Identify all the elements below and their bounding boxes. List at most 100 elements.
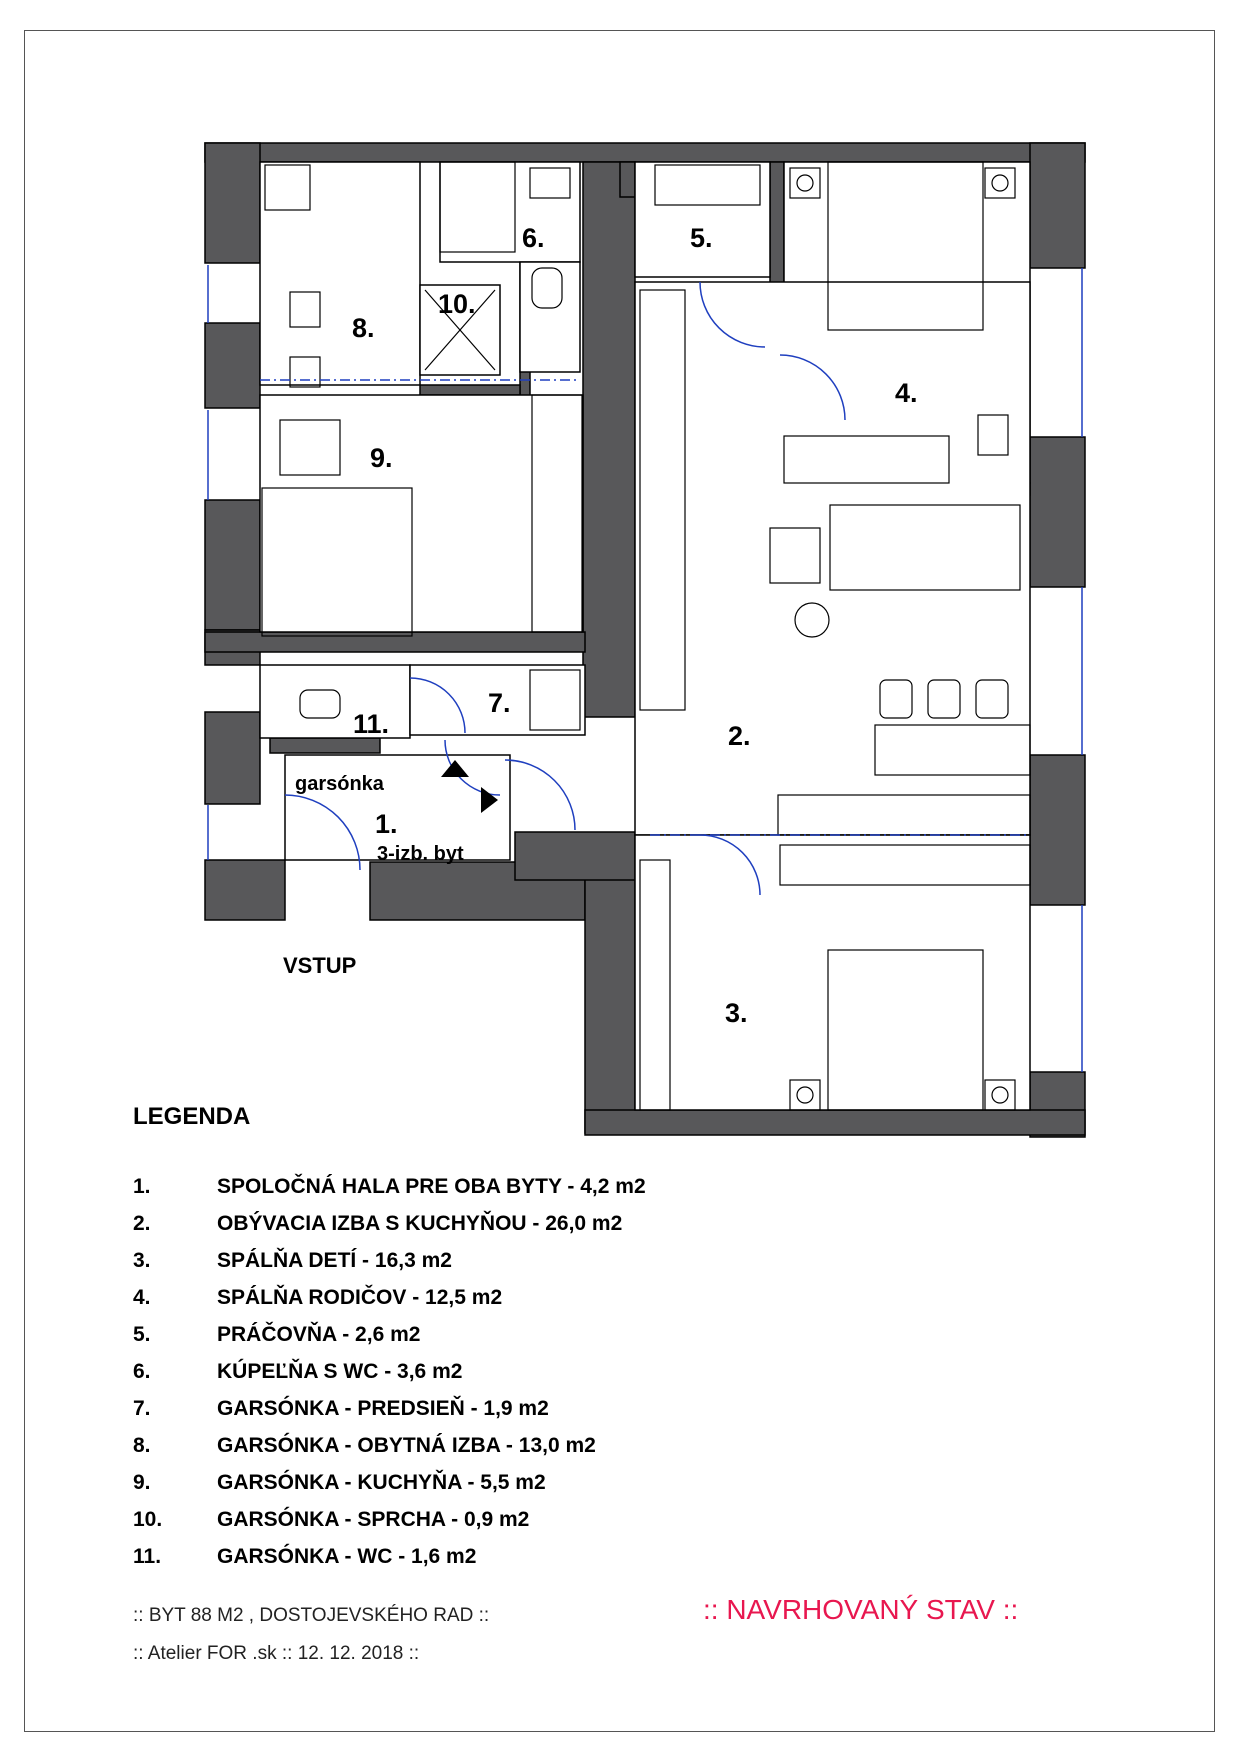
kitchen-cabinets [639,289,686,711]
dining-chair [879,679,913,719]
walls [204,142,1086,1138]
door-swing [284,794,361,871]
status-label: :: NAVRHOVANÝ STAV :: [703,1594,1019,1625]
sofa [829,504,1021,591]
wall-wc [269,737,381,754]
chair-parents [977,414,1009,456]
lamp-icon [991,174,1009,192]
room-label-7: 7. [488,688,511,718]
room-3 [634,834,1031,1111]
dining-table [874,724,1031,776]
shower-cross [424,289,496,371]
rooms [259,161,1031,1111]
lamp-icon [796,174,814,192]
door-swing [409,677,466,734]
legend-item: 3.SPÁLŇA DETÍ - 16,3 m2 [133,1249,452,1272]
room-label-5: 5. [690,223,713,253]
washbasin [529,167,571,199]
armchair-garsonka [279,419,341,476]
nightstand-right [984,1079,1016,1111]
door-swing [699,834,761,896]
desk-children [779,844,1031,886]
wall-top [204,142,1086,163]
door-swing [779,354,846,421]
room-label-4: 4. [895,378,918,408]
legend-item: 10.GARSÓNKA - SPRCHA - 0,9 m2 [133,1508,530,1531]
bed-children [827,949,984,1111]
wardrobe-parents [783,435,950,484]
room-label-10: 10. [438,289,476,319]
footer-author-date: :: Atelier FOR .sk :: 12. 12. 2018 :: [133,1643,420,1664]
room-6-lower [519,261,581,373]
floor-plan: 1. 2. 3. 4. 5. 6. 7. 8. 9. 10. 11. garsó… [204,142,1086,1138]
wall-shower [419,384,521,396]
room-label-8: 8. [352,313,375,343]
hall-label-garsonka: garsónka [295,773,385,795]
bed-garsonka [261,487,413,637]
legend-item: 11.GARSÓNKA - WC - 1,6 m2 [133,1545,477,1568]
page-frame [24,30,1215,1732]
room-label-1: 1. [375,809,398,839]
footer-project: :: BYT 88 M2 , DOSTOJEVSKÉHO RAD :: [133,1605,490,1626]
wall-right-3 [1029,754,1086,906]
legend-item: 8.GARSÓNKA - OBYTNÁ IZBA - 13,0 m2 [133,1434,596,1457]
room-1 [284,754,511,861]
lamp-icon [991,1086,1009,1104]
door-swing [504,759,576,831]
toilet [531,267,563,309]
shower-unit [264,164,311,211]
room-label-2: 2. [728,721,751,751]
legend-item: 4.SPÁLŇA RODIČOV - 12,5 m2 [133,1286,503,1309]
legend-item: 1.SPOLOČNÁ HALA PRE OBA BYTY - 4,2 m2 [133,1175,646,1198]
bathtub [439,161,516,253]
washer-dryer [654,164,761,206]
legend-title: LEGENDA [133,1103,251,1130]
toilet-garsonka [299,689,341,719]
room-labels: 1. 2. 3. 4. 5. 6. 7. 8. 9. 10. 11. garsó… [295,223,918,1028]
nightstand-right [984,167,1016,199]
arrow-right-icon [481,787,498,813]
room-label-6: 6. [522,223,545,253]
legend-item: 6.KÚPEĽŇA S WC - 3,6 m2 [133,1360,463,1383]
room-11 [259,664,411,739]
wall-left-1 [204,142,261,264]
doors [207,265,1083,1072]
legend-list: 1.SPOLOČNÁ HALA PRE OBA BYTY - 4,2 m2 2.… [133,1175,646,1582]
wardrobe-children [639,859,671,1111]
room-5 [634,161,771,278]
room-9 [259,394,584,633]
wall-internal-hall [514,831,636,881]
lamp-icon [796,1086,814,1104]
dining-chair [927,679,961,719]
wall-right-1 [1029,142,1086,269]
armchair [769,527,821,584]
room-2 [634,281,1031,836]
room-label-11: 11. [353,709,389,739]
legend-item: 2.OBÝVACIA IZBA S KUCHYŇOU - 26,0 m2 [133,1212,623,1235]
door-swing [699,281,766,348]
room-label-9: 9. [370,443,393,473]
wall-bottom [584,1109,1086,1136]
wall-left-2 [204,322,261,409]
coffee-table [794,602,830,638]
furniture [261,161,1031,1111]
wall-left-3 [204,499,261,631]
legend-item: 5.PRÁČOVŇA - 2,6 m2 [133,1323,421,1346]
wall-right-2 [1029,436,1086,588]
bed-parents [827,161,984,331]
legend-item: 9.GARSÓNKA - KUCHYŇA - 5,5 m2 [133,1471,546,1494]
kitchen-line-garsonka [531,394,583,633]
chair-garsonka [289,291,321,328]
wall-left-5 [204,711,261,805]
wall-work-bed [769,161,785,293]
wardrobe-predsien [529,669,581,731]
room-7 [409,664,586,736]
wall-shaft [619,161,636,198]
room-6-upper [439,161,581,263]
hall-label-byt: 3-izb. byt [377,843,464,865]
nightstand-left [789,167,821,199]
legend-item: 7.GARSÓNKA - PREDSIEŇ - 1,9 m2 [133,1397,549,1420]
nightstand-left [789,1079,821,1111]
arrow-up-icon [441,760,469,777]
wall-internal-spine [582,161,636,718]
